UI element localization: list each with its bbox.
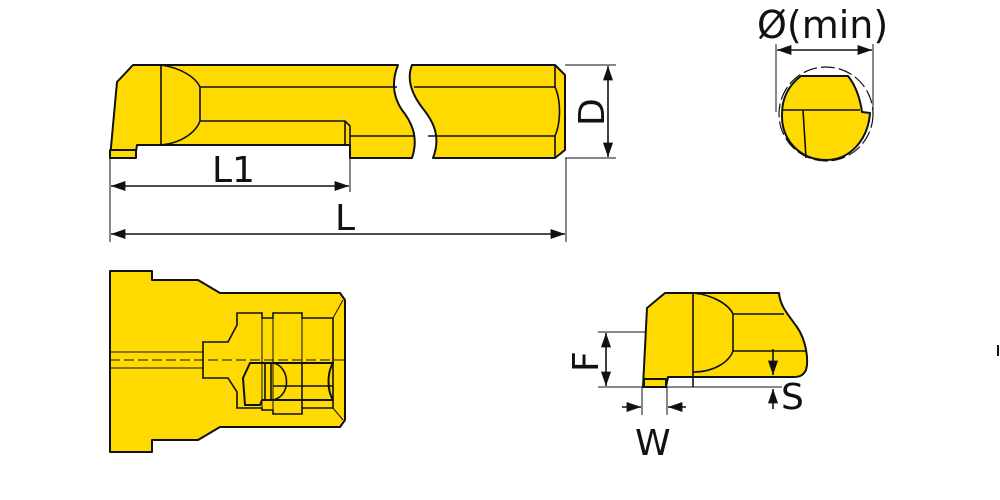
side-view: L1 L D xyxy=(109,64,616,242)
detail-flat-lines xyxy=(733,313,806,352)
shank-flat-lines xyxy=(414,86,555,137)
neck-step xyxy=(344,121,414,145)
holder-insert xyxy=(242,362,334,406)
detail-cutting-tip xyxy=(643,378,667,388)
label-min-diameter: Ø(min) xyxy=(757,3,888,47)
diameter-extension-lines xyxy=(775,44,874,112)
detail-extension-lines xyxy=(598,331,782,415)
shank-end-curve xyxy=(554,65,561,158)
detail-dome-line xyxy=(692,292,734,373)
label-D: D xyxy=(572,98,613,126)
holder-section-view xyxy=(109,270,348,453)
extension-lines xyxy=(109,64,616,242)
label-F: F xyxy=(566,351,607,372)
end-view-split-lines xyxy=(782,109,860,159)
label-W: W xyxy=(635,423,671,464)
insert-tip xyxy=(109,149,137,159)
bore-step-lines xyxy=(261,299,344,421)
holder-insert-lines xyxy=(264,362,333,408)
holder-body xyxy=(109,270,346,453)
end-view-insert xyxy=(780,75,871,161)
bar-head-section xyxy=(109,64,416,159)
end-view: Ø(min) xyxy=(757,3,888,162)
bar-shank-section xyxy=(408,64,566,159)
insert-detail-view: F S W xyxy=(566,292,809,464)
label-L: L xyxy=(335,198,355,239)
dome-line xyxy=(160,64,201,146)
detail-insert-body xyxy=(642,292,809,388)
label-L1: L1 xyxy=(212,150,255,191)
label-S: S xyxy=(781,377,804,418)
